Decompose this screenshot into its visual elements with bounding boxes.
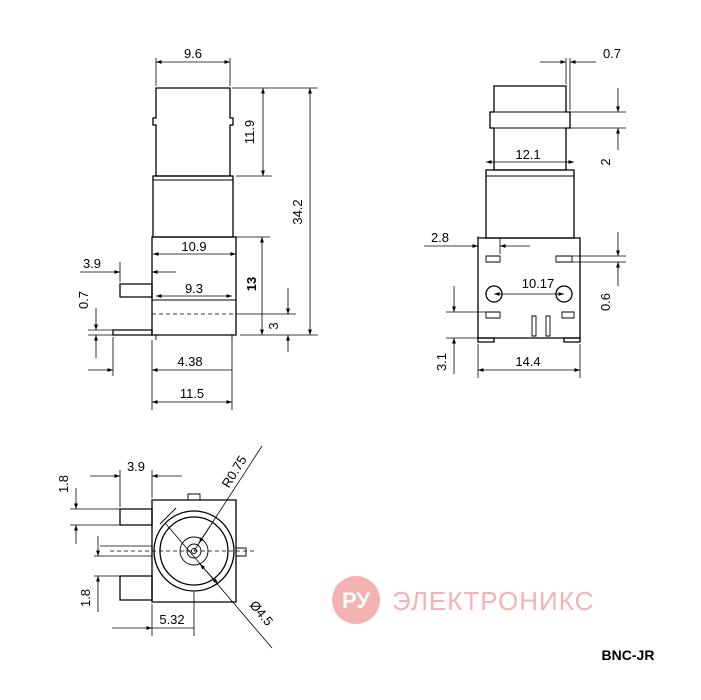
dim-side-thickness: 0.7 <box>603 46 621 61</box>
dim-side-pin-offset: 2.8 <box>431 230 449 245</box>
dim-front-inner-width: 9.3 <box>185 281 203 296</box>
dim-side-hole-pitch: 10.17 <box>522 276 555 291</box>
dim-front-pin-pos: 4.38 <box>177 354 202 369</box>
dim-front-total-width: 11.5 <box>180 386 204 401</box>
dim-side-total-width: 14.4 <box>515 354 540 369</box>
bottom-view: 3.9 1.8 1.8 5.32 R0.75 Ø4.5 <box>56 445 276 649</box>
dim-front-width-top: 9.6 <box>184 46 202 61</box>
dim-front-total-height: 34.2 <box>290 199 305 224</box>
dim-side-pin-length: 3.1 <box>434 353 449 371</box>
part-name-label: BNC-JR <box>602 647 655 663</box>
front-view: 9.6 11.9 34.2 10.9 13 3 3.9 9.3 <box>76 46 318 410</box>
dim-front-body-width: 10.9 <box>181 239 206 254</box>
dim-side-width: 12.1 <box>515 147 540 162</box>
dim-bottom-offset: 5.32 <box>159 612 184 627</box>
dim-front-body-height: 13 <box>244 277 259 291</box>
dim-side-gap: 2 <box>598 158 613 165</box>
dim-front-pin-thickness: 0.7 <box>76 291 91 309</box>
watermark-logo-icon <box>332 576 380 624</box>
watermark-logo-text: РУ <box>342 588 370 613</box>
side-view: 0.7 2 12.1 2.8 10.17 0.6 3.1 <box>424 46 626 378</box>
dim-front-height-top: 11.9 <box>242 120 257 144</box>
watermark-text: ЭЛЕКТРОНИКС <box>392 586 594 616</box>
dim-front-base-height: 3 <box>266 322 281 329</box>
dim-bottom-pin-spacing-2: 1.8 <box>78 589 93 607</box>
dim-bottom-pin-offset: 3.9 <box>127 459 145 474</box>
dim-front-pin-offset: 3.9 <box>83 256 101 271</box>
dim-bottom-pin-spacing: 1.8 <box>56 475 71 493</box>
watermark: РУ ЭЛЕКТРОНИКС <box>332 576 594 624</box>
dim-side-pin-dia: 0.6 <box>598 293 613 311</box>
